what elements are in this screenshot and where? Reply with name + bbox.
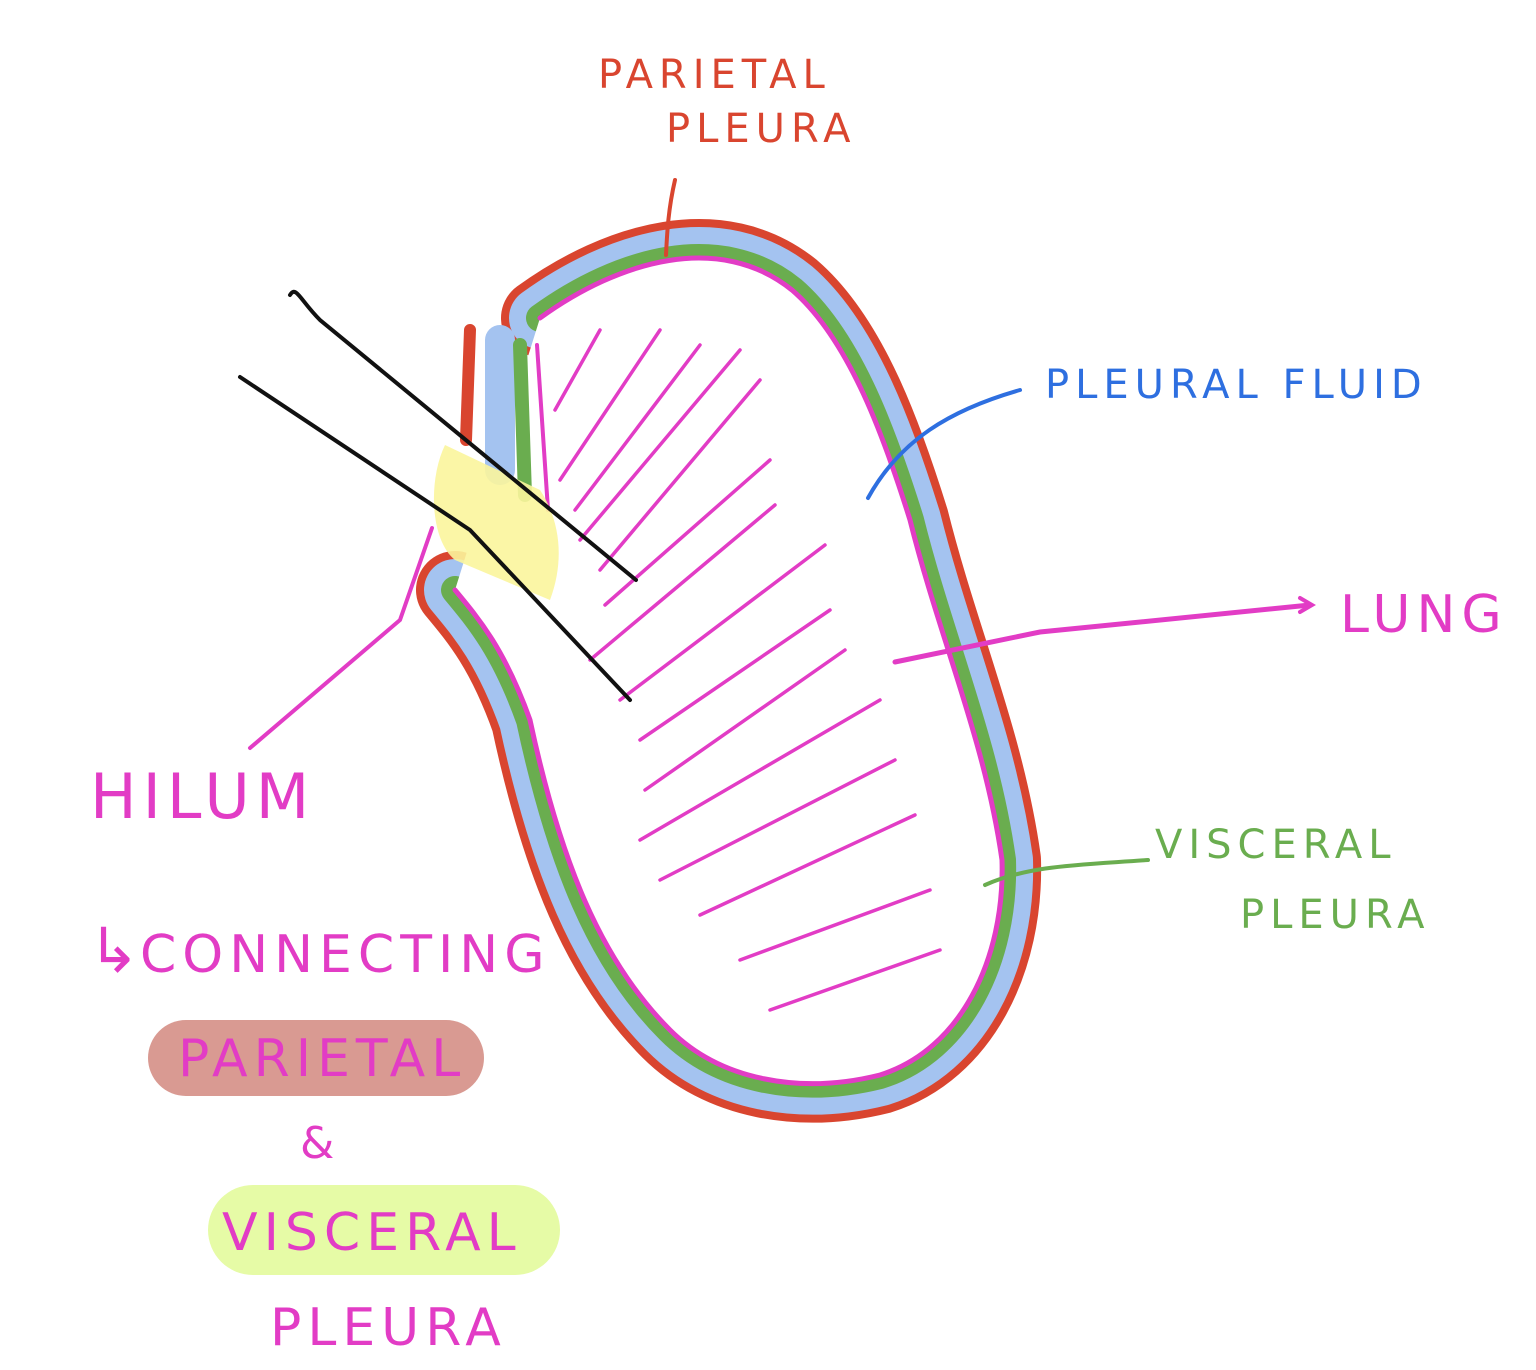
visceral-left-wall (513, 338, 532, 502)
leader-lines (248, 178, 1316, 887)
visceral-pleura-label-line1: VISCERAL (1155, 822, 1397, 868)
vessel-lower (238, 375, 632, 702)
connecting-arrow-glyph: ↳ (88, 914, 146, 987)
lung-hatching (553, 328, 942, 1012)
parietal-leader (664, 178, 677, 257)
pleural-fluid-label: PLEURAL FLUID (1045, 362, 1428, 408)
visceral-leader (983, 858, 1150, 887)
lung-left-wall (535, 343, 550, 512)
hilum-label: HILUM (90, 760, 315, 833)
visceral-highlight-label: VISCERAL (222, 1203, 522, 1263)
lung-arrowhead (1298, 596, 1316, 614)
vessel-upper (288, 289, 638, 582)
lung-leader (892, 602, 1313, 665)
hilum-leader (248, 526, 434, 750)
lung-label: LUNG (1340, 585, 1508, 645)
pleura-bottom-label: PLEURA (270, 1298, 507, 1358)
visceral-pleura-label-line2: PLEURA (1240, 892, 1431, 938)
parietal-left-wall (460, 324, 476, 446)
hilum-region (433, 445, 559, 600)
parietal-highlight-label: PARIETAL (178, 1029, 466, 1089)
hilum-vessels (238, 289, 638, 702)
fluid-leader (866, 388, 1022, 500)
connecting-label: CONNECTING (140, 925, 551, 985)
visceral-highlight (208, 1185, 560, 1275)
ampersand-label: & (300, 1118, 340, 1169)
parietal-pleura-label-line2: PLEURA (666, 106, 857, 152)
lung-layers (416, 219, 1042, 1123)
parietal-highlight (148, 1020, 484, 1096)
parietal-pleura-label-line1: PARIETAL (598, 52, 831, 98)
lung-fill (452, 255, 1005, 1086)
